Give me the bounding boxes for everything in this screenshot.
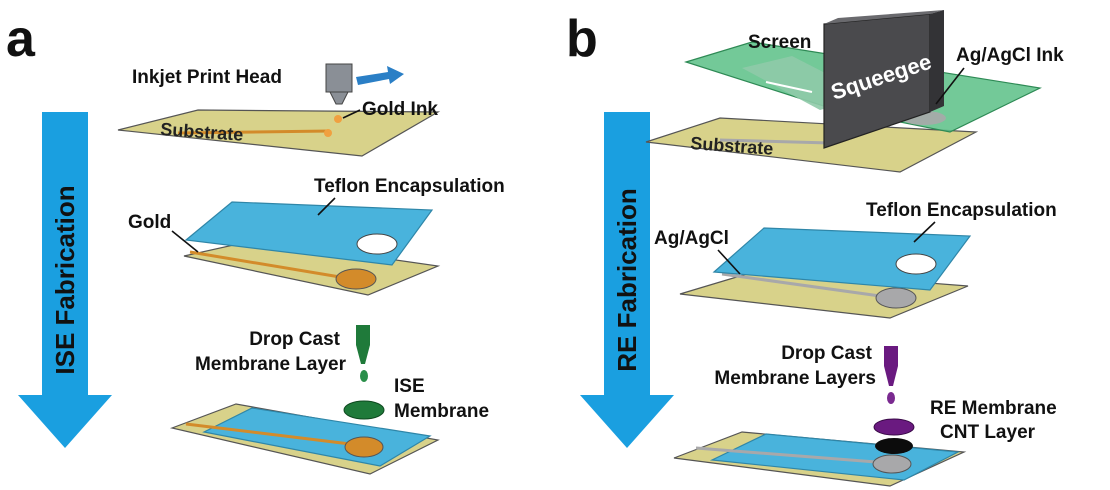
ise-electrode-final xyxy=(344,436,384,458)
ise-step-encapsulation: Teflon Encapsulation Gold xyxy=(128,176,505,296)
ise-membrane-line1: ISE xyxy=(394,376,425,397)
re-dropcast-line1: Drop Cast xyxy=(781,343,872,364)
gold-ink-label: Gold Ink xyxy=(362,99,438,120)
inkjet-print-head-icon xyxy=(325,63,353,105)
cnt-layer-label: CNT Layer xyxy=(940,422,1036,443)
agcl-ink-label: Ag/AgCl Ink xyxy=(956,45,1064,66)
re-electrode-final xyxy=(872,454,912,474)
re-dropper-icon xyxy=(884,346,898,404)
agcl-label: Ag/AgCl xyxy=(654,228,729,249)
gold-ink-leader xyxy=(342,109,361,119)
re-step-screenprint: Squeegee Screen Ag/AgCl Ink Substrate xyxy=(645,10,1064,173)
gold-leader xyxy=(171,230,199,253)
gold-electrode xyxy=(189,250,377,290)
re-arrow-label: RE Fabrication xyxy=(612,188,642,371)
ise-arrow-shape xyxy=(18,112,112,448)
ise-arrow-label: ISE Fabrication xyxy=(50,185,80,374)
re-membrane-label: RE Membrane xyxy=(930,398,1057,419)
screen-label: Screen xyxy=(748,32,811,53)
panel-a-letter: a xyxy=(6,10,36,68)
ise-dropcast-line1: Drop Cast xyxy=(249,329,340,350)
panel-b-letter: b xyxy=(566,10,598,68)
ise-dropper-icon xyxy=(356,325,370,382)
ise-teflon-leader xyxy=(317,197,336,216)
ise-membrane-disc xyxy=(343,400,385,420)
ise-fabrication-arrow: ISE Fabrication xyxy=(18,112,112,448)
gold-ink-drop-2 xyxy=(324,129,332,137)
inkjet-print-head-label: Inkjet Print Head xyxy=(132,67,282,88)
re-printed-trace xyxy=(719,138,831,145)
re-agcl-trace-final xyxy=(695,446,877,464)
re-teflon-label: Teflon Encapsulation xyxy=(866,200,1057,221)
agcl-electrode xyxy=(721,272,917,309)
re-step-membrane: Drop Cast Membrane Layers RE Membrane CN… xyxy=(673,343,1057,487)
screen-pattern-line xyxy=(765,81,813,93)
gold-ink-drop-1 xyxy=(334,115,342,123)
agcl-leader xyxy=(717,249,741,275)
re-fabrication-arrow: RE Fabrication xyxy=(580,112,674,448)
ise-step-membrane: Drop Cast Membrane Layer ISE Membrane xyxy=(169,325,489,475)
cnt-layer-disc xyxy=(875,438,913,454)
re-arrow-shape xyxy=(580,112,674,448)
print-direction-arrow-icon xyxy=(356,66,404,85)
re-substrate-1 xyxy=(645,117,979,173)
ise-teflon-window xyxy=(356,233,398,255)
ise-dropcast-line2: Membrane Layer xyxy=(195,354,347,375)
re-teflon-leader xyxy=(913,221,936,243)
re-teflon-layer xyxy=(712,227,972,291)
re-dropcast-line2: Membrane Layers xyxy=(714,368,876,389)
ise-gold-trace-printed xyxy=(177,129,331,135)
ise-step-inkjet: Inkjet Print Head Gold Ink Substrate xyxy=(117,63,441,157)
ise-gold-trace-final xyxy=(185,422,351,446)
re-teflon-window xyxy=(895,253,937,275)
re-step-encapsulation: Teflon Encapsulation Ag/AgCl xyxy=(654,200,1057,319)
panel-a: a ISE Fabrication Inkjet Print Head Gold… xyxy=(6,10,505,475)
gold-label: Gold xyxy=(128,212,171,233)
ise-membrane-line2: Membrane xyxy=(394,401,489,422)
agcl-ink-leader xyxy=(935,67,965,105)
squeegee-icon xyxy=(823,10,944,149)
panel-b: b RE Fabrication Squeegee Screen Ag/AgCl… xyxy=(566,10,1064,487)
re-membrane-disc xyxy=(873,418,915,436)
ise-teflon-label: Teflon Encapsulation xyxy=(314,176,505,197)
